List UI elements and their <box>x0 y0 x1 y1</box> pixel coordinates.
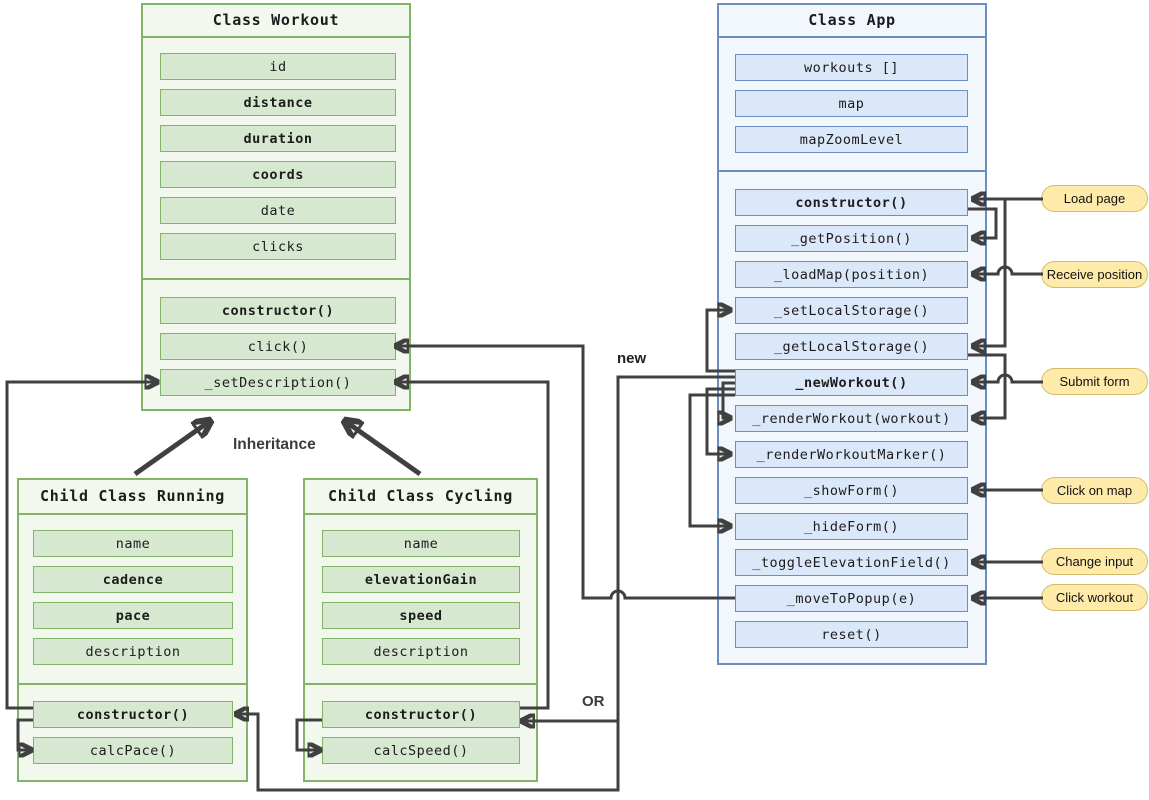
cycling-title: Child Class Cycling <box>305 480 536 515</box>
cycling-section-divider <box>305 683 536 685</box>
running-field-cadence: cadence <box>33 566 233 593</box>
app-method-toggle-elevation-field: _toggleElevationField() <box>735 549 968 576</box>
cycling-method-constructor: constructor() <box>322 701 520 728</box>
class-box-running: Child Class Running name cadence pace de… <box>17 478 248 782</box>
workout-field-date: date <box>160 197 396 224</box>
running-title: Child Class Running <box>19 480 246 515</box>
workout-method-click: click() <box>160 333 396 360</box>
workout-field-id: id <box>160 53 396 80</box>
class-box-app: Class App workouts [] map mapZoomLevel c… <box>717 3 987 665</box>
app-title: Class App <box>719 5 985 38</box>
app-method-constructor: constructor() <box>735 189 968 216</box>
app-field-workouts: workouts [] <box>735 54 968 81</box>
cycling-field-elevation-gain: elevationGain <box>322 566 520 593</box>
event-bubble-receive-position: Receive position <box>1041 261 1148 288</box>
workout-method-set-description: _setDescription() <box>160 369 396 396</box>
app-method-render-workout: _renderWorkout(workout) <box>735 405 968 432</box>
workout-title: Class Workout <box>143 5 409 38</box>
app-method-new-workout: _newWorkout() <box>735 369 968 396</box>
event-bubble-click-workout: Click workout <box>1041 584 1148 611</box>
running-field-description: description <box>33 638 233 665</box>
cycling-field-speed: speed <box>322 602 520 629</box>
event-bubble-change-input: Change input <box>1041 548 1148 575</box>
running-field-pace: pace <box>33 602 233 629</box>
event-bubble-click-on-map: Click on map <box>1041 477 1148 504</box>
cycling-field-name: name <box>322 530 520 557</box>
new-keyword-label: new <box>617 350 647 367</box>
or-keyword-label: OR <box>582 693 605 710</box>
app-field-map: map <box>735 90 968 117</box>
app-field-map-zoom-level: mapZoomLevel <box>735 126 968 153</box>
event-bubble-load-page: Load page <box>1041 185 1148 212</box>
app-method-move-to-popup: _moveToPopup(e) <box>735 585 968 612</box>
cycling-field-description: description <box>322 638 520 665</box>
event-bubble-submit-form: Submit form <box>1041 368 1148 395</box>
workout-field-duration: duration <box>160 125 396 152</box>
app-method-hide-form: _hideForm() <box>735 513 968 540</box>
app-method-render-workout-marker: _renderWorkoutMarker() <box>735 441 968 468</box>
running-method-constructor: constructor() <box>33 701 233 728</box>
workout-field-clicks: clicks <box>160 233 396 260</box>
workout-field-distance: distance <box>160 89 396 116</box>
workout-method-constructor: constructor() <box>160 297 396 324</box>
arrow-inheritance-running <box>133 421 210 477</box>
workout-field-coords: coords <box>160 161 396 188</box>
app-method-reset: reset() <box>735 621 968 648</box>
class-box-workout: Class Workout id distance duration coord… <box>141 3 411 411</box>
inheritance-label: Inheritance <box>233 436 316 453</box>
running-field-name: name <box>33 530 233 557</box>
app-method-get-position: _getPosition() <box>735 225 968 252</box>
app-section-divider <box>719 170 985 172</box>
class-box-cycling: Child Class Cycling name elevationGain s… <box>303 478 538 782</box>
app-method-get-local-storage: _getLocalStorage() <box>735 333 968 360</box>
app-method-show-form: _showForm() <box>735 477 968 504</box>
app-method-set-local-storage: _setLocalStorage() <box>735 297 968 324</box>
running-section-divider <box>19 683 246 685</box>
arrow-inheritance-cycling <box>345 421 422 477</box>
cycling-method-calc-speed: calcSpeed() <box>322 737 520 764</box>
running-method-calc-pace: calcPace() <box>33 737 233 764</box>
app-method-load-map: _loadMap(position) <box>735 261 968 288</box>
workout-section-divider <box>143 278 409 280</box>
